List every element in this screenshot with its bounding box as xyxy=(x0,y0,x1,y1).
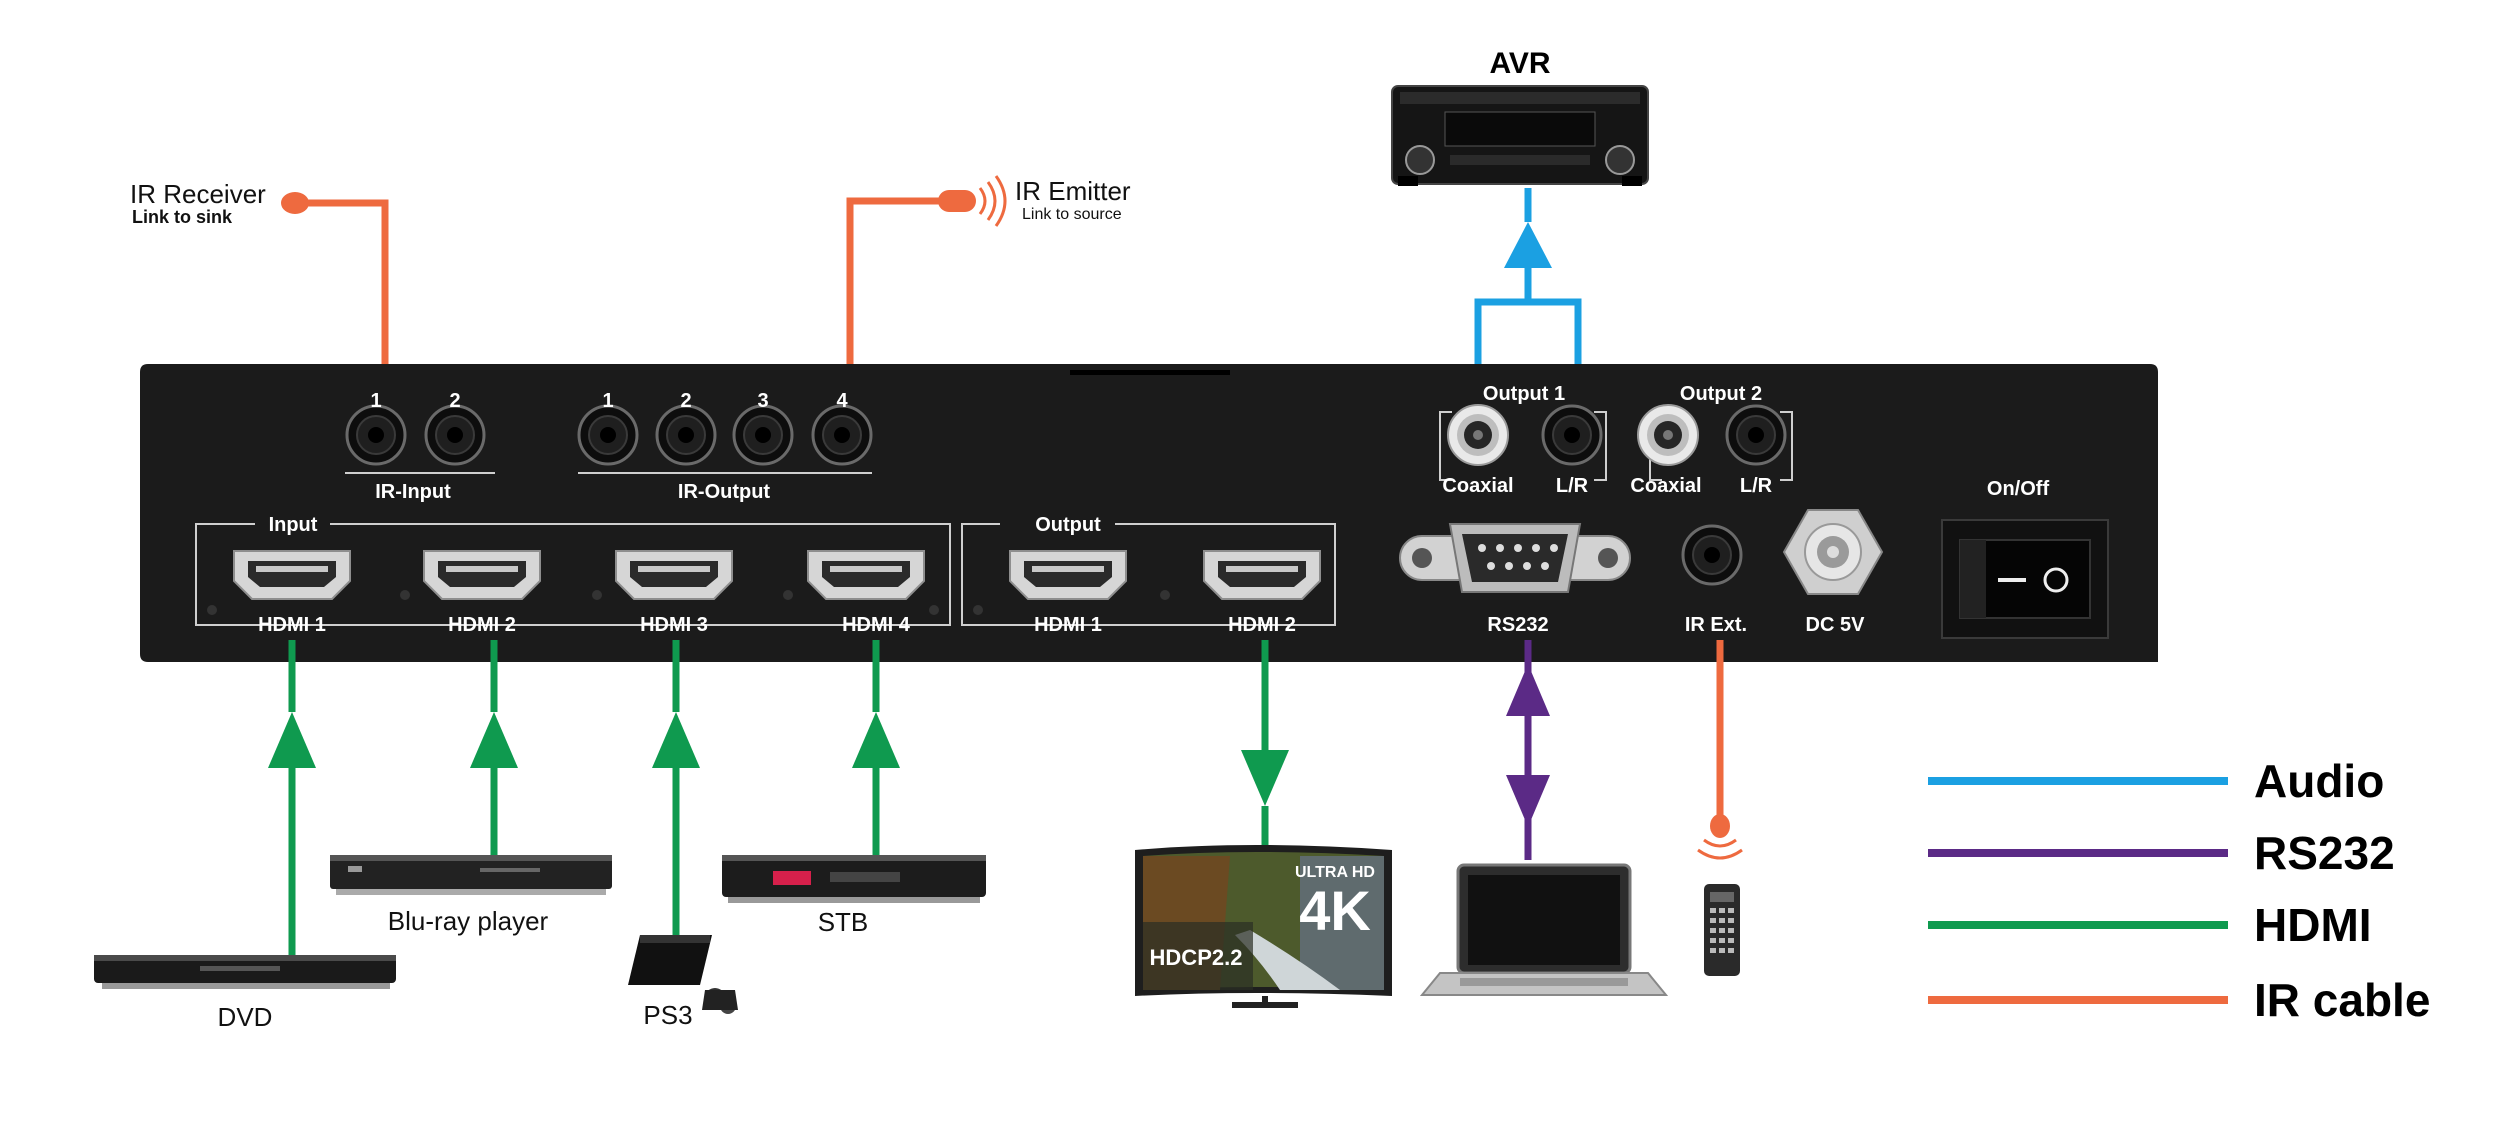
power-label: On/Off xyxy=(1987,478,2050,500)
dc-power-jack[interactable] xyxy=(1782,509,1884,595)
dvd-player xyxy=(94,955,396,989)
hdmi-output-port-1[interactable] xyxy=(1009,550,1127,600)
hdmi-input-port-1[interactable] xyxy=(233,550,351,600)
audio-output-1-label: Output 1 xyxy=(1483,383,1565,405)
hdmi-output-port-2[interactable] xyxy=(1203,550,1321,600)
audio-output-2-coaxial-jack[interactable] xyxy=(1637,404,1699,466)
ir-receiver-cable xyxy=(281,192,389,410)
hdmi-input-3-label: HDMI 3 xyxy=(640,614,708,636)
ir-output-group: 1 2 3 4 IR-Output xyxy=(577,390,873,503)
avr-label: AVR xyxy=(1489,47,1550,80)
rs232-port[interactable] xyxy=(1399,523,1631,593)
tv-display: ULTRA HD 4K HDCP2.2 xyxy=(1135,845,1392,1008)
ir-output-jack-4[interactable] xyxy=(811,404,873,466)
hdmi-input-port-4[interactable] xyxy=(807,550,925,600)
hdmi-source-cables xyxy=(268,640,900,960)
ps3-console xyxy=(628,935,738,1014)
hdmi-output-2-label: HDMI 2 xyxy=(1228,614,1296,636)
hdmi-input-4-label: HDMI 4 xyxy=(842,614,911,636)
bluray-label: Blu-ray player xyxy=(388,906,549,936)
legend-rs232-label: RS232 xyxy=(2254,827,2395,879)
rs232-cable xyxy=(1506,640,1550,860)
hdmi-input-2-label: HDMI 2 xyxy=(448,614,516,636)
hdmi-output-cable xyxy=(1241,640,1289,850)
hdmi-input-port-3[interactable] xyxy=(615,550,733,600)
ir-input-jack-2[interactable] xyxy=(424,404,486,466)
tv-4k-text: 4K xyxy=(1299,879,1371,942)
ir-ext-label: IR Ext. xyxy=(1685,614,1747,636)
dc-label: DC 5V xyxy=(1806,614,1866,636)
audio-output-1-lr-jack[interactable] xyxy=(1541,404,1603,466)
legend-audio-label: Audio xyxy=(2254,755,2384,807)
audio-output-1-coaxial-jack[interactable] xyxy=(1447,404,1509,466)
dvd-label: DVD xyxy=(218,1002,273,1032)
audio-output-2-label: Output 2 xyxy=(1680,383,1762,405)
audio-output-1-group: Output 1 Coaxial L/R xyxy=(1439,383,1607,497)
legend-ir-label: IR cable xyxy=(2254,974,2430,1026)
laptop xyxy=(1419,863,1669,996)
audio-output-2-lr-label: L/R xyxy=(1740,475,1773,497)
ir-ext-cable xyxy=(1697,640,1743,860)
hdmi-input-group: Input HDMI 1 HDMI 2 HDMI 3 HDMI 4 xyxy=(195,514,951,636)
ir-input-port-2: 2 xyxy=(449,390,460,412)
ir-receiver-icon xyxy=(281,192,309,214)
hdmi-input-1-label: HDMI 1 xyxy=(258,614,326,636)
ir-input-jack-1[interactable] xyxy=(345,404,407,466)
ir-output-port-4: 4 xyxy=(836,390,848,412)
ir-input-port-1: 1 xyxy=(370,390,381,412)
bluray-player xyxy=(330,855,612,895)
legend: Audio RS232 HDMI IR cable xyxy=(1928,755,2430,1026)
ir-output-jack-1[interactable] xyxy=(577,404,639,466)
output-group-label: Output xyxy=(1035,514,1101,536)
stb-label: STB xyxy=(818,907,869,937)
audio-output-1-lr-label: L/R xyxy=(1556,475,1589,497)
ir-receiver-title: IR Receiver xyxy=(130,179,266,209)
ps3-label: PS3 xyxy=(643,1000,692,1030)
ir-emitter-title: IR Emitter xyxy=(1015,176,1131,206)
ir-output-jack-2[interactable] xyxy=(655,404,717,466)
ir-output-port-3: 3 xyxy=(757,390,768,412)
hdmi-input-port-2[interactable] xyxy=(423,550,541,600)
rs232-label: RS232 xyxy=(1487,614,1548,636)
audio-output-2-group: Output 2 Coaxial L/R xyxy=(1630,383,1793,497)
ir-emitter-icon xyxy=(938,190,976,212)
hdmi-output-1-label: HDMI 1 xyxy=(1034,614,1102,636)
hdmi-output-group: Output HDMI 1 HDMI 2 xyxy=(961,514,1336,636)
ir-output-port-1: 1 xyxy=(602,390,613,412)
legend-hdmi-label: HDMI xyxy=(2254,899,2372,951)
tv-ultra-hd-text: ULTRA HD xyxy=(1295,864,1375,881)
audio-output-2-lr-jack[interactable] xyxy=(1725,404,1787,466)
input-group-label: Input xyxy=(269,514,318,536)
audio-output-2-coaxial-label: Coaxial xyxy=(1630,475,1701,497)
ir-receiver-sub: Link to sink xyxy=(132,207,233,227)
avr-device xyxy=(1391,85,1649,186)
ir-emitter-sub: Link to source xyxy=(1022,206,1122,223)
ir-remote xyxy=(1704,884,1740,976)
ir-emitter-cable xyxy=(846,175,1007,410)
ir-output-label: IR-Output xyxy=(678,481,771,503)
tv-hdcp-text: HDCP2.2 xyxy=(1150,945,1243,970)
ir-ext-jack[interactable] xyxy=(1681,524,1743,586)
audio-output-1-coaxial-label: Coaxial xyxy=(1442,475,1513,497)
ir-output-jack-3[interactable] xyxy=(732,404,794,466)
power-switch[interactable] xyxy=(1941,519,2109,639)
stb-box xyxy=(722,855,986,903)
audio-cable xyxy=(1474,188,1582,415)
ir-output-port-2: 2 xyxy=(680,390,691,412)
ir-input-label: IR-Input xyxy=(375,481,451,503)
ir-input-group: 1 2 IR-Input xyxy=(345,390,495,503)
